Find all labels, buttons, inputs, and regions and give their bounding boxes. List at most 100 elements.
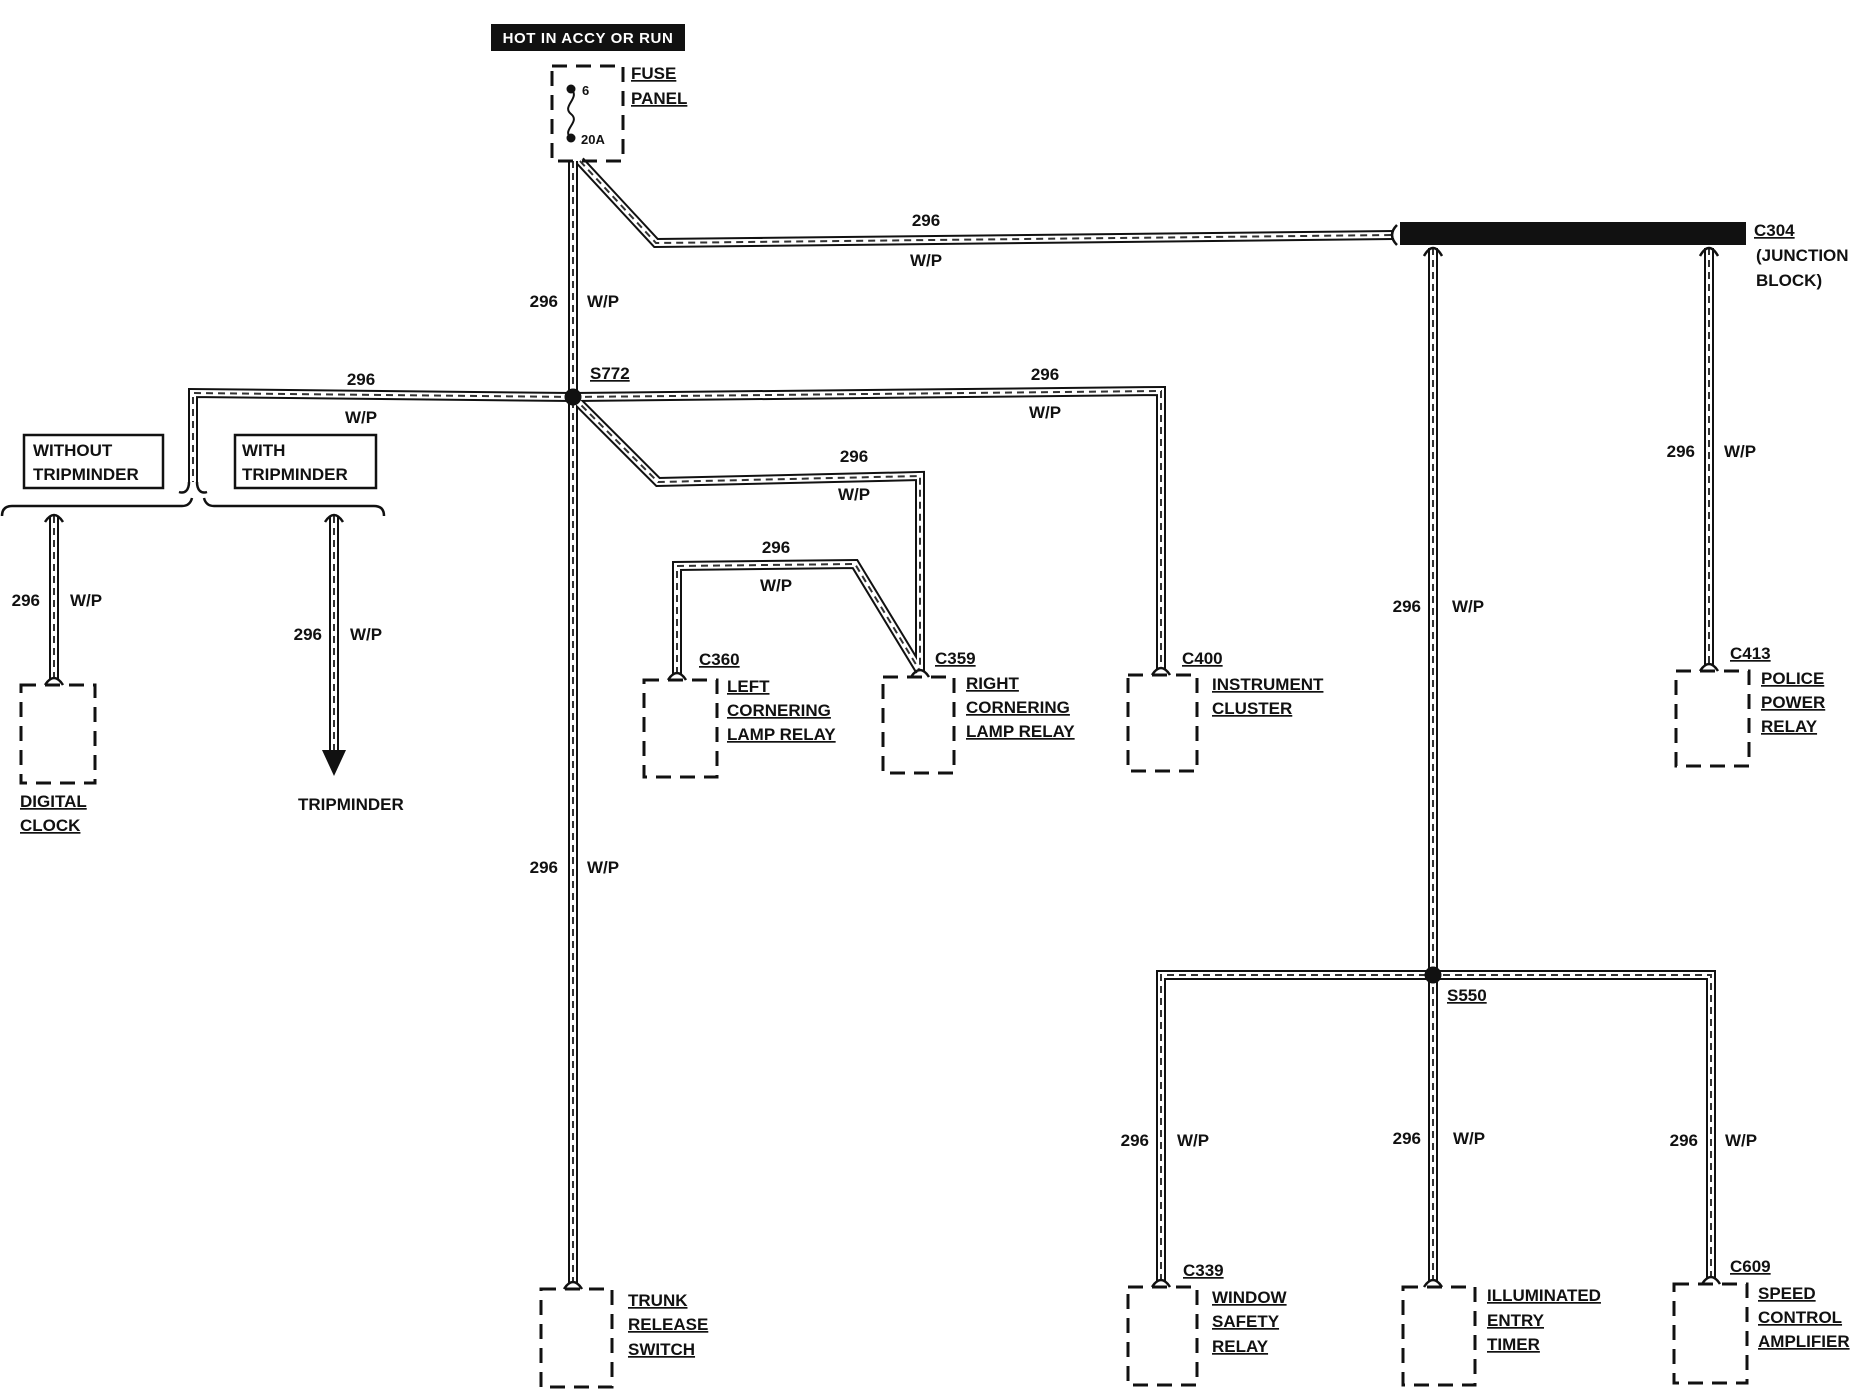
wire-s772-to-c400-hatch — [572, 389, 1162, 669]
junction-block-input-connector — [1390, 224, 1398, 246]
splice-dot — [1424, 966, 1442, 984]
option-label-with-line1: WITH — [242, 441, 285, 460]
component-label-line1: TRUNK — [628, 1291, 688, 1310]
component-digital-clock: DIGITAL CLOCK — [19, 513, 97, 835]
component-box — [642, 678, 719, 779]
wire-color-label: W/P — [350, 625, 382, 644]
connector-label: C609 — [1730, 1257, 1771, 1276]
power-source-box — [491, 24, 685, 51]
splice-s772: S772 — [564, 364, 630, 406]
component-right-cornering-lamp-relay: C359 RIGHT CORNERING LAMP RELAY — [881, 649, 1075, 775]
component-label-line1: LEFT — [727, 677, 770, 696]
junction-block-output-connector-left — [1422, 246, 1444, 257]
wire-circuit-label: 296 — [347, 370, 375, 389]
connector-icon — [1698, 662, 1720, 672]
fuse-panel: 6 20A FUSE PANEL — [550, 64, 687, 163]
fuse-panel-label-line1: FUSE — [631, 64, 676, 83]
connector-icon — [1150, 666, 1172, 676]
component-trunk-release-switch: TRUNK RELEASE SWITCH — [539, 1280, 708, 1389]
wire-circuit-label: 296 — [840, 447, 868, 466]
component-speed-control-amplifier: C609 SPEED CONTROL AMPLIFIER — [1672, 1257, 1850, 1385]
wire-circuit-label: 296 — [12, 591, 40, 610]
component-label-line2: CLUSTER — [1212, 699, 1292, 718]
splice-label: S550 — [1447, 986, 1487, 1005]
wire-color-label: W/P — [345, 408, 377, 427]
junction-block-label-line2: BLOCK) — [1756, 271, 1822, 290]
wire-color-label: W/P — [838, 485, 870, 504]
component-box — [881, 675, 956, 775]
connector-icon — [562, 1280, 584, 1290]
component-label-line1: DIGITAL — [20, 792, 87, 811]
component-police-power-relay: C413 POLICE POWER RELAY — [1674, 644, 1825, 768]
splice-s550: S550 — [1424, 966, 1487, 1005]
connector-icon — [1700, 1275, 1722, 1285]
component-illuminated-entry-timer: ILLUMINATED ENTRY TIMER — [1401, 1278, 1601, 1387]
component-label-line1: SPEED — [1758, 1284, 1816, 1303]
splice-label: S772 — [590, 364, 630, 383]
wire-circuit-label: 296 — [1031, 365, 1059, 384]
component-window-safety-relay: C339 WINDOW SAFETY RELAY — [1126, 1261, 1288, 1387]
wire-circuit-label: 296 — [1670, 1131, 1698, 1150]
wire-circuit-label: 296 — [1393, 597, 1421, 616]
option-split-curl-left — [178, 481, 191, 494]
option-bracket-without — [0, 497, 194, 517]
fuse-panel-label-line2: PANEL — [631, 89, 687, 108]
component-label-line3: RELAY — [1212, 1337, 1269, 1356]
component-label-line1: WINDOW — [1212, 1288, 1288, 1307]
fuse-rating: 20A — [581, 132, 605, 147]
component-instrument-cluster: C400 INSTRUMENT CLUSTER — [1126, 649, 1324, 773]
component-label-line2: RELEASE — [628, 1315, 708, 1334]
component-box — [1126, 1285, 1199, 1387]
wire-fuse-to-c304-hatch — [579, 160, 1395, 245]
connector-icon — [323, 513, 345, 523]
connector-label: C400 — [1182, 649, 1223, 668]
wire-color-label: W/P — [1453, 1129, 1485, 1148]
wire-labels: 296 W/P 296 W/P 296 W/P 296 W/P 296 W/P … — [12, 211, 1757, 1150]
option-box-with-tripminder — [233, 433, 378, 490]
wire-color-label: W/P — [587, 858, 619, 877]
option-label-without-line2: TRIPMINDER — [33, 465, 139, 484]
wire-circuit-label: 296 — [530, 858, 558, 877]
component-label-line2: SAFETY — [1212, 1312, 1280, 1331]
wire-circuit-label: 296 — [294, 625, 322, 644]
junction-block-bar — [1400, 222, 1746, 245]
fuse-element-icon — [567, 88, 575, 139]
component-label-line3: AMPLIFIER — [1758, 1332, 1850, 1351]
junction-block-output-connector-right — [1698, 246, 1720, 257]
wire-circuit-label: 296 — [1393, 1129, 1421, 1148]
connector-label: C413 — [1730, 644, 1771, 663]
wire-circuit-label: 296 — [1667, 442, 1695, 461]
component-box — [1672, 1282, 1749, 1385]
component-label-line2: CORNERING — [727, 701, 831, 720]
component-box — [1401, 1285, 1477, 1387]
option-bracket-with — [202, 497, 386, 517]
connector-label: C359 — [935, 649, 976, 668]
connector-label: C360 — [699, 650, 740, 669]
fuse-panel-box — [550, 64, 625, 163]
option-box-without-tripminder — [22, 433, 165, 490]
wire-c360-to-c359-hatch — [676, 562, 921, 674]
wire-color-label: W/P — [910, 251, 942, 270]
option-label-with-line2: TRIPMINDER — [242, 465, 348, 484]
wire-circuit-label: 296 — [912, 211, 940, 230]
component-label-line2: ENTRY — [1487, 1311, 1545, 1330]
splice-dot — [564, 388, 582, 406]
junction-block-label-line1: (JUNCTION — [1756, 246, 1849, 265]
option-label-without-line1: WITHOUT — [33, 441, 113, 460]
component-tripminder: TRIPMINDER — [298, 513, 404, 814]
component-label: TRIPMINDER — [298, 795, 404, 814]
wire-color-label: W/P — [1725, 1131, 1757, 1150]
junction-block-connector-label: C304 — [1754, 221, 1795, 240]
wire-color-label: W/P — [587, 292, 619, 311]
connector-icon — [43, 676, 65, 686]
connector-icon — [1422, 1278, 1444, 1288]
wire-s772-to-c359-hatch — [572, 396, 921, 671]
connector-icon — [666, 671, 688, 681]
component-box — [539, 1287, 614, 1389]
fuse-terminal-top — [566, 84, 576, 94]
connector-label: C339 — [1183, 1261, 1224, 1280]
wire-circuit-label: 296 — [762, 538, 790, 557]
component-label-line2: CLOCK — [20, 816, 81, 835]
